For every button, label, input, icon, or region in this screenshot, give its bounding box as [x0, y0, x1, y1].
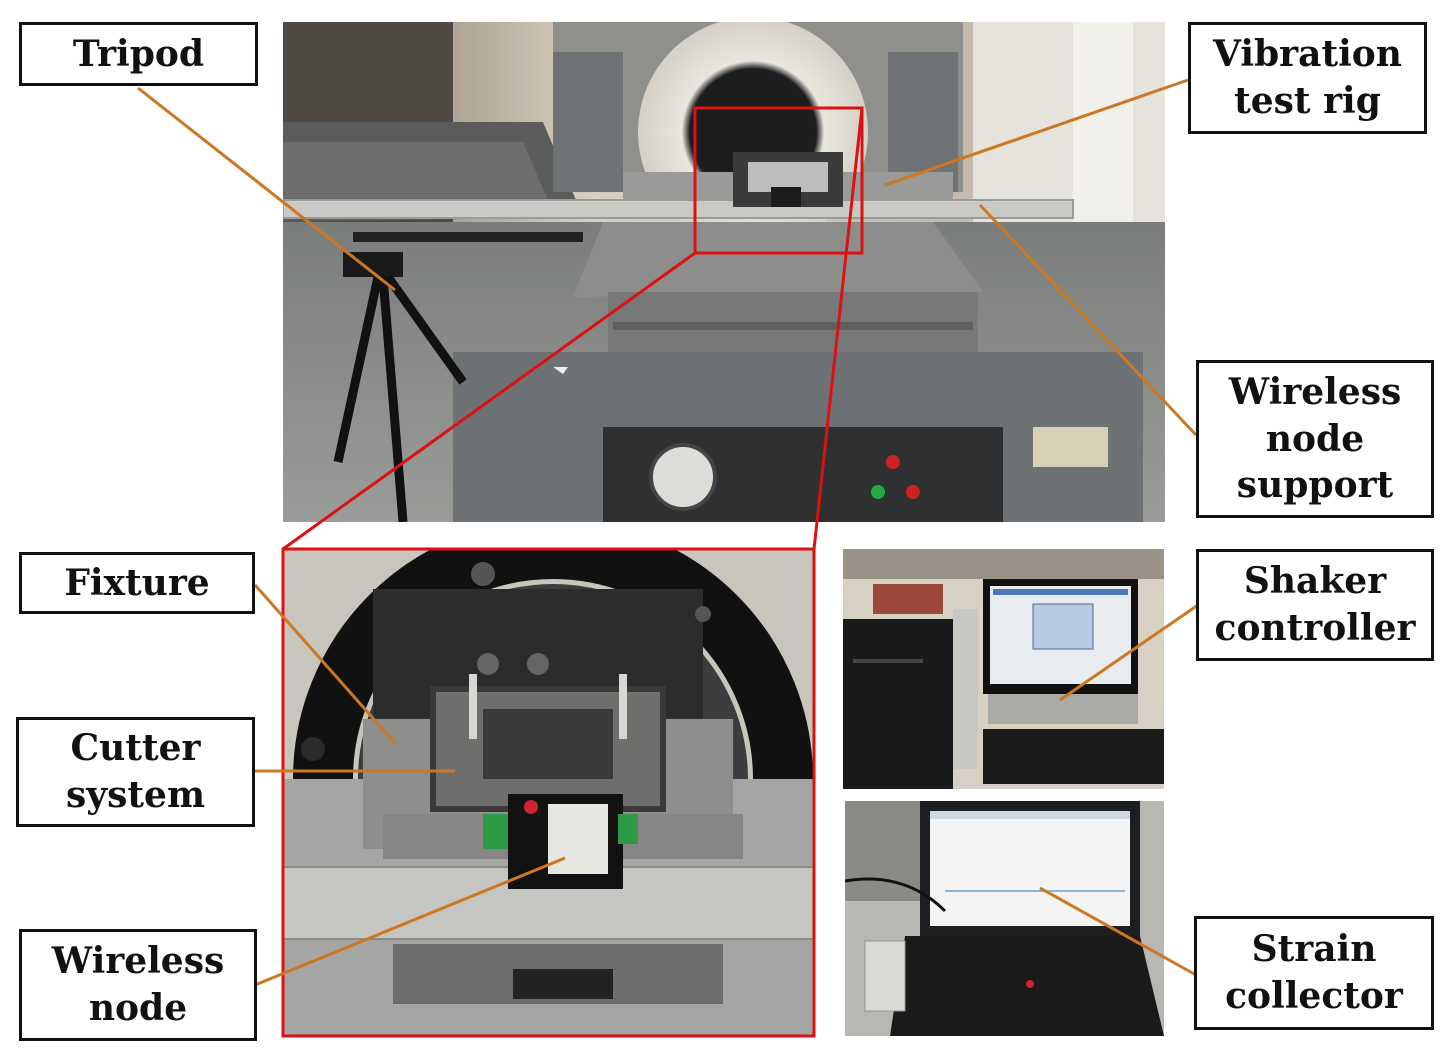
- label-wireless-node-support: Wireless node support: [1196, 360, 1434, 518]
- label-tripod-text: Tripod: [72, 32, 205, 75]
- label-cutter-system: Cutter system: [16, 717, 255, 827]
- label-fixture-text: Fixture: [64, 561, 210, 604]
- main-photo: [283, 22, 1165, 522]
- laptop-illustration: [845, 801, 1164, 1036]
- desktop-pc-illustration: [843, 549, 1164, 789]
- label-vibration-test-rig: Vibration test rig: [1188, 22, 1427, 134]
- label-vibration-test-rig-text: Vibration test rig: [1213, 33, 1402, 122]
- fixture-closeup-illustration: [283, 549, 814, 1036]
- label-wireless-node: Wireless node: [19, 929, 257, 1041]
- label-wireless-node-text: Wireless node: [51, 940, 225, 1029]
- label-tripod: Tripod: [19, 22, 258, 86]
- label-wireless-node-support-text: Wireless node support: [1228, 370, 1402, 507]
- controller-photo: [843, 549, 1164, 789]
- label-shaker-controller-text: Shaker controller: [1214, 560, 1416, 649]
- vibration-test-rig-illustration: [283, 22, 1165, 522]
- label-strain-collector-text: Strain collector: [1225, 928, 1403, 1017]
- label-shaker-controller: Shaker controller: [1196, 549, 1434, 661]
- collector-photo: [845, 801, 1164, 1036]
- label-fixture: Fixture: [19, 552, 255, 614]
- detail-photo: [283, 549, 814, 1036]
- label-strain-collector: Strain collector: [1194, 916, 1434, 1030]
- label-cutter-system-text: Cutter system: [65, 727, 206, 816]
